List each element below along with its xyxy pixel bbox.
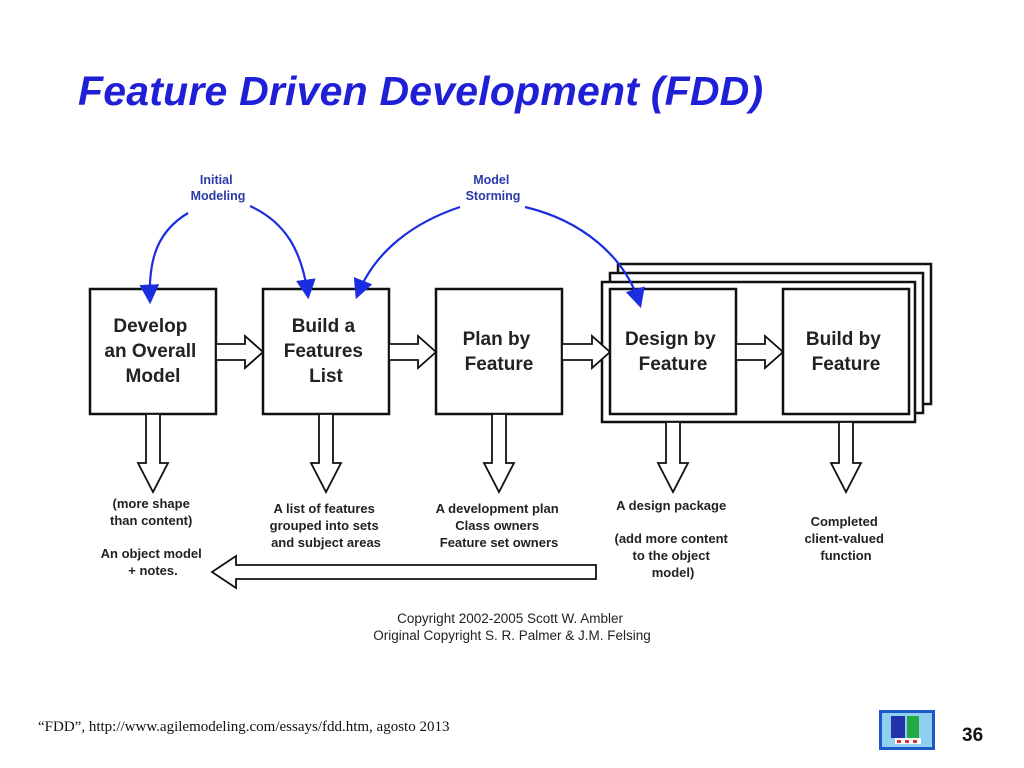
flow-arrow-4-5 [735, 333, 785, 371]
output-label-5: Completed client-valued function [804, 514, 887, 563]
model-storming-arrow-right [524, 205, 645, 309]
slide-footer-citation: “FDD”, http://www.agilemodeling.com/essa… [38, 719, 450, 735]
output-label-3: A development plan Class owners Feature … [436, 501, 563, 550]
label-initial-modeling: Initial Modeling [191, 173, 246, 203]
box-plan-by-feature [434, 287, 564, 416]
output-label-2: A list of features grouped into sets and… [270, 501, 383, 550]
flow-arrow-3-4 [561, 333, 612, 371]
label-build-by-feature: Build by Feature [806, 329, 886, 375]
label-plan-by-feature: Plan by Feature [463, 329, 536, 375]
page-number: 36 [962, 725, 984, 746]
output-label-4: A design package (add more content to th… [614, 498, 731, 580]
label-build-features-list: Build a Features List [284, 316, 368, 387]
box-build-by-feature [781, 287, 911, 416]
output-label-1: (more shape than content) An object mode… [101, 496, 206, 578]
logo-icon [879, 710, 935, 750]
feedback-arrow [210, 554, 597, 590]
slide-title: Feature Driven Development (FDD) [78, 68, 764, 114]
output-arrow-5 [829, 421, 863, 494]
flow-arrow-1-2 [215, 333, 265, 371]
output-arrow-4 [656, 421, 690, 494]
flow-arrow-2-3 [388, 333, 438, 371]
initial-modeling-arrow-right [249, 204, 316, 300]
output-arrow-2 [309, 413, 343, 494]
box-design-by-feature [608, 287, 738, 416]
output-arrow-3 [482, 413, 516, 494]
label-develop-overall-model: Develop an Overall Model [104, 316, 201, 387]
initial-modeling-arrow-left [139, 212, 189, 305]
copyright-text: Copyright 2002-2005 Scott W. Ambler Orig… [373, 611, 651, 643]
label-model-storming: Model Storming [466, 173, 521, 203]
output-arrow-1 [136, 413, 170, 494]
label-design-by-feature: Design by Feature [625, 329, 721, 375]
model-storming-arrow-left [353, 205, 461, 300]
